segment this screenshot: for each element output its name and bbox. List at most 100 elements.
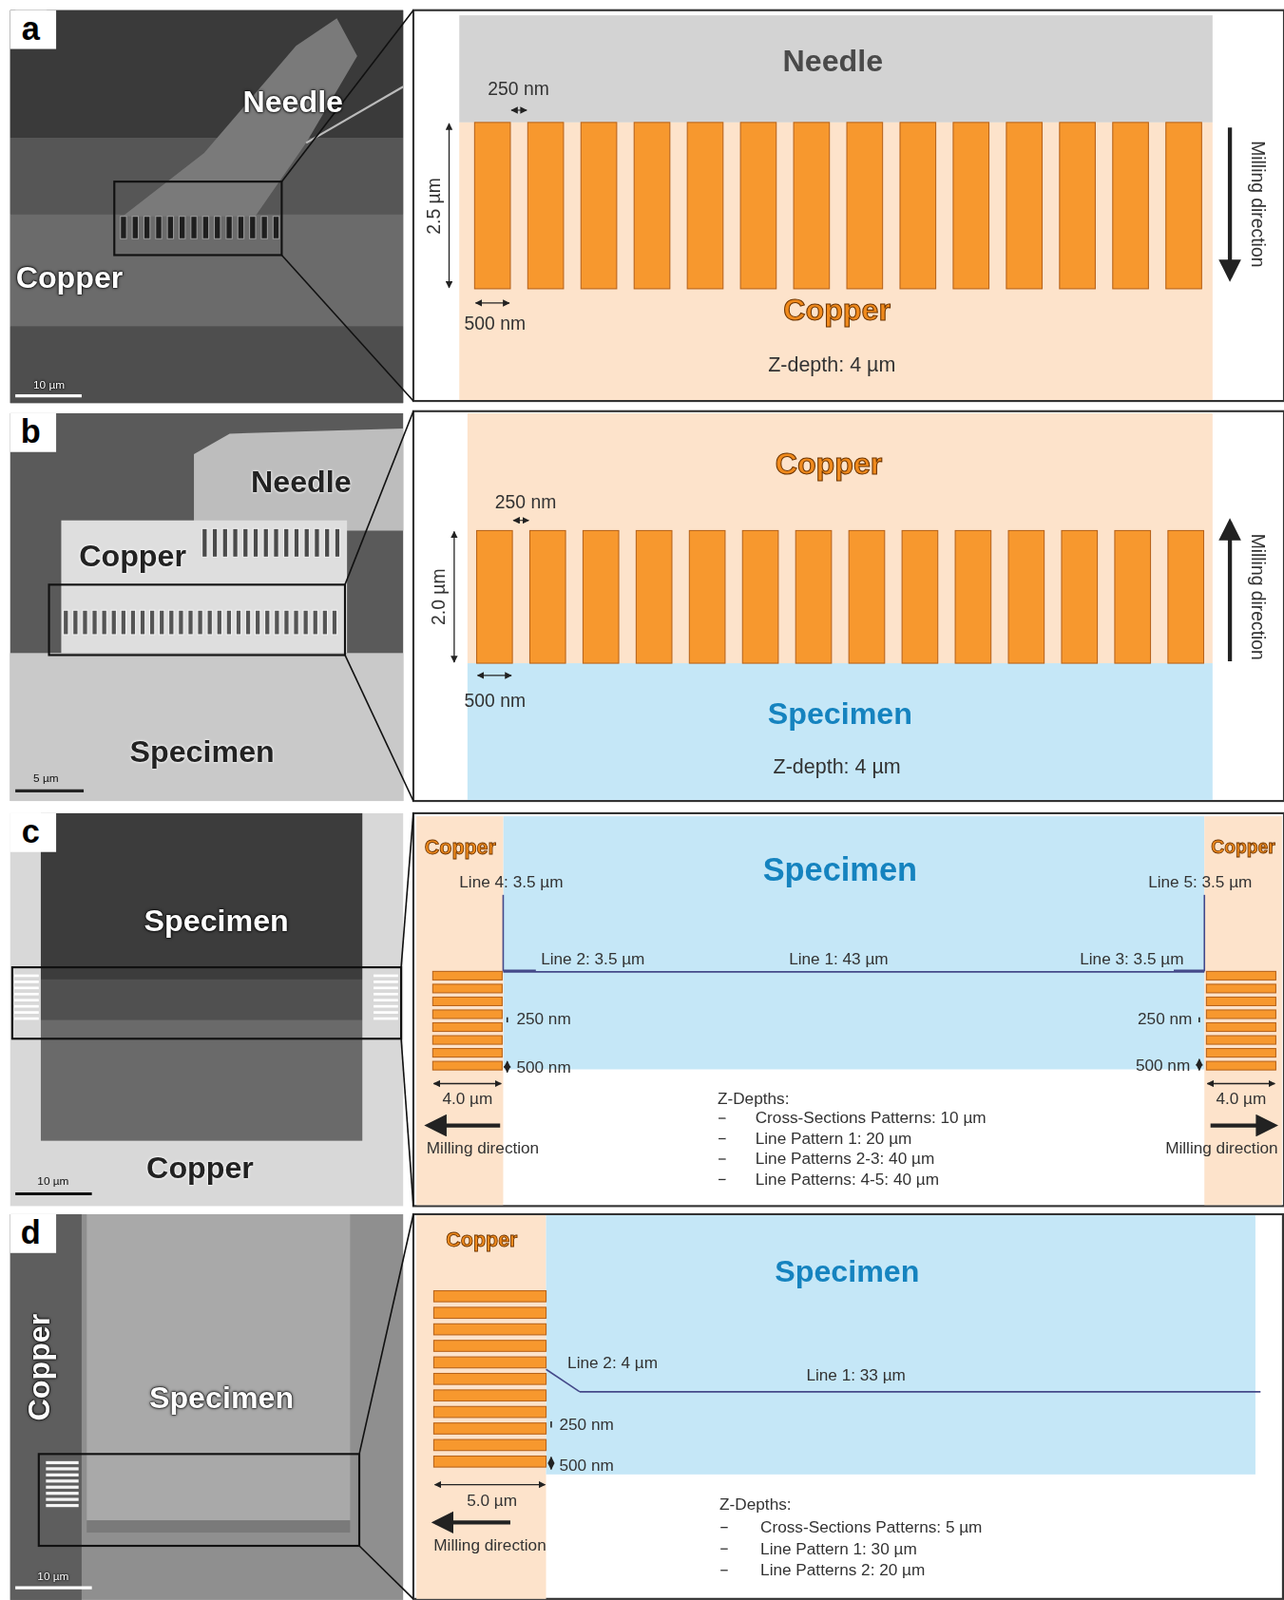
illustration-shape <box>511 109 527 111</box>
illustration-shape <box>1203 895 1206 973</box>
illustration-shape <box>1059 122 1096 289</box>
illustration-shape <box>433 1307 546 1320</box>
specimen-region: Specimen <box>502 816 1205 1070</box>
illustration-shape <box>10 413 403 802</box>
illustration-shape <box>453 532 455 663</box>
illustration-shape <box>73 610 78 635</box>
illustration-shape <box>10 10 57 50</box>
line-pattern-label: Line 1: 33 µm <box>805 1367 905 1384</box>
illustration-shape <box>502 969 536 972</box>
z-depth-note: Line Patterns 2-3: 40 µm <box>755 1150 936 1168</box>
illustration-shape <box>459 122 1213 401</box>
illustration-shape <box>149 610 154 635</box>
z-depth-note: Line Patterns: 4-5: 40 µm <box>755 1171 940 1189</box>
needle-band: Needle <box>459 15 1213 123</box>
illustration-shape <box>1114 530 1151 664</box>
illustration-shape <box>10 413 57 453</box>
illustration-shape <box>45 1498 78 1502</box>
illustration-shape <box>303 610 308 635</box>
illustration-shape <box>265 610 270 635</box>
illustration-shape <box>1198 1059 1200 1072</box>
illustration-shape <box>550 1457 552 1471</box>
illustration-shape <box>432 984 502 994</box>
region-note: Copper <box>16 262 124 293</box>
illustration-shape <box>477 530 514 664</box>
z-depth-note: Line Pattern 1: 20 µm <box>755 1130 913 1148</box>
region-label: Needle <box>782 45 883 77</box>
illustration-shape <box>718 1138 727 1140</box>
copper-region: Copper <box>467 413 1213 664</box>
illustration-shape <box>502 895 505 973</box>
region-note: Copper <box>78 540 187 572</box>
illustration-shape <box>1206 984 1276 994</box>
illustration-shape <box>130 610 135 635</box>
illustration-shape <box>344 411 414 586</box>
illustration-shape <box>433 1423 546 1436</box>
illustration-shape <box>325 528 330 557</box>
dimension-label: 4.0 µm <box>1215 1091 1266 1108</box>
region-label: Specimen <box>763 853 918 886</box>
illustration-shape <box>45 1461 78 1465</box>
illustration-shape <box>433 1439 546 1452</box>
illustration-shape <box>14 986 39 990</box>
region-label: Copper <box>775 449 883 480</box>
illustration-shape <box>846 122 883 289</box>
illustration-shape <box>467 663 1213 801</box>
illustration-shape <box>795 530 832 664</box>
specimen-region: SpecimenZ-depth: 4 µm <box>467 663 1213 801</box>
illustration-shape <box>101 610 107 635</box>
illustration-shape <box>235 610 241 635</box>
photo-panel: NeedleCopper <box>10 10 403 403</box>
illustration-shape <box>122 18 358 216</box>
copper-region: CopperZ-depth: 4 µm <box>459 122 1213 401</box>
illustration-shape <box>132 216 138 240</box>
illustration-shape <box>49 584 345 655</box>
illustration-shape <box>373 1017 399 1021</box>
illustration-shape <box>848 530 885 664</box>
region-label: Needle <box>242 86 344 117</box>
illustration-shape <box>120 610 126 635</box>
illustration-shape <box>900 122 937 289</box>
illustration-shape <box>550 1421 553 1428</box>
illustration-shape <box>14 1011 39 1015</box>
illustration-shape <box>720 1549 729 1551</box>
region-label: Copper <box>424 837 497 858</box>
region-note: Z-depth: 4 µm <box>767 354 896 375</box>
illustration-shape <box>359 1546 414 1600</box>
illustration-shape <box>740 122 777 289</box>
illustration-shape <box>502 816 1205 1070</box>
region-note: Specimen <box>130 736 275 767</box>
illustration-shape <box>413 10 1284 402</box>
illustration-shape <box>169 610 174 635</box>
illustration-shape <box>40 813 363 980</box>
illustration-shape <box>1206 1023 1276 1033</box>
illustration-shape <box>14 980 39 984</box>
illustration-shape <box>1206 1010 1276 1019</box>
direction-label: Milling direction <box>426 1140 539 1157</box>
illustration-shape <box>432 996 502 1006</box>
illustration-shape <box>502 971 1205 974</box>
illustration-shape <box>633 122 671 289</box>
illustration-shape <box>207 610 212 635</box>
dimension-label: 250 nm <box>487 79 549 98</box>
illustration-shape <box>1206 971 1276 980</box>
illustration-shape <box>252 528 258 557</box>
illustration-shape <box>373 1011 399 1015</box>
illustration-shape <box>45 1467 78 1471</box>
illustration-shape <box>1168 530 1205 664</box>
illustration-shape <box>1210 1123 1275 1128</box>
illustration-shape <box>191 216 197 240</box>
illustration-shape <box>1206 996 1276 1006</box>
specimen-region: Specimen <box>546 1215 1256 1476</box>
line-pattern-label: Line 4: 3.5 µm <box>459 874 563 891</box>
illustration-shape <box>401 813 414 968</box>
illustration-shape <box>506 1017 509 1023</box>
illustration-shape <box>178 216 185 240</box>
illustration-shape <box>214 216 221 240</box>
dimension-label: 500 nm <box>1135 1057 1190 1074</box>
illustration-shape <box>216 610 222 635</box>
illustration-shape <box>373 998 399 1002</box>
illustration-shape <box>274 610 280 635</box>
illustration-shape <box>263 528 269 557</box>
illustration-shape <box>687 122 724 289</box>
